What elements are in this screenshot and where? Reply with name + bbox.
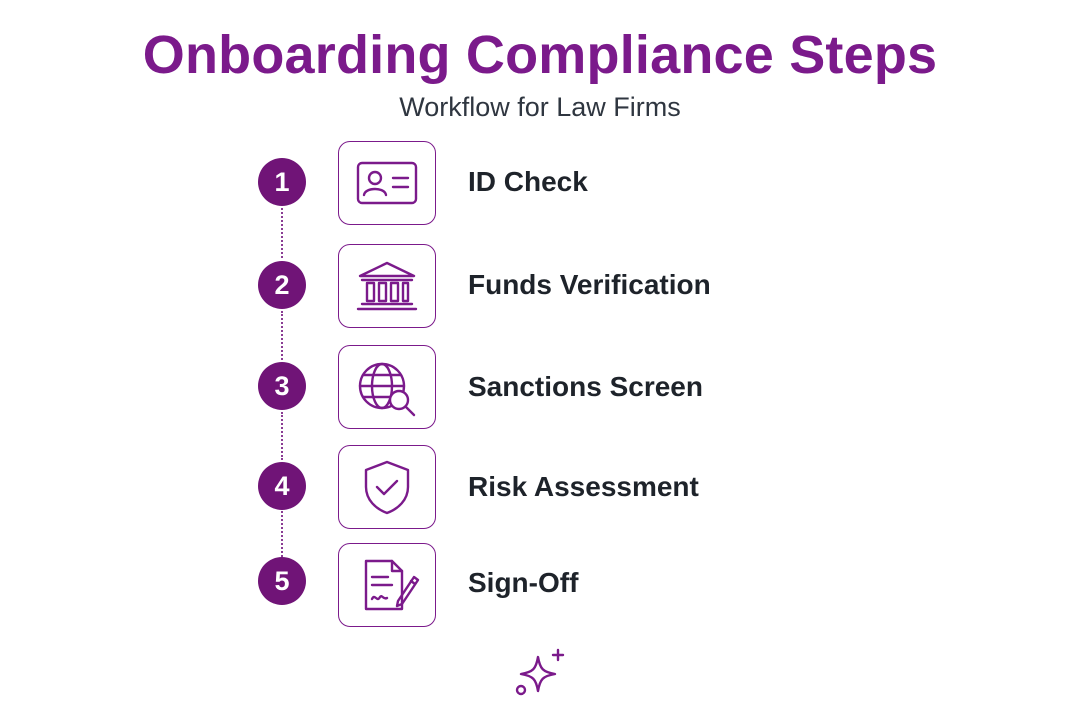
step-icon-box [338,445,436,529]
step-number-badge: 4 [258,462,306,510]
sparkle-icon [515,648,565,696]
step-connector [281,511,283,557]
step-connector [281,311,283,360]
step-label: Risk Assessment [468,471,699,502]
step-label: Funds Verification [468,269,711,300]
shield-check-icon [364,460,410,515]
step-label: Sign-Off [468,567,579,598]
bank-icon [356,261,418,311]
step-number-badge: 5 [258,557,306,605]
page-subtitle: Workflow for Law Firms [399,92,681,122]
step-icon-box [338,543,436,627]
step-label: ID Check [468,166,588,197]
step-connector [281,412,283,460]
step-label: Sanctions Screen [468,371,703,402]
globe-search-icon [358,362,416,417]
page-title: Onboarding Compliance Steps [142,25,938,85]
document-signature-icon [364,559,420,611]
step-connector [281,208,283,258]
step-icon-box [338,244,436,328]
step-icon-box [338,141,436,225]
step-icon-box [338,345,436,429]
id-card-icon [356,161,418,205]
step-number-badge: 3 [258,362,306,410]
step-number-badge: 2 [258,261,306,309]
step-number-badge: 1 [258,158,306,206]
